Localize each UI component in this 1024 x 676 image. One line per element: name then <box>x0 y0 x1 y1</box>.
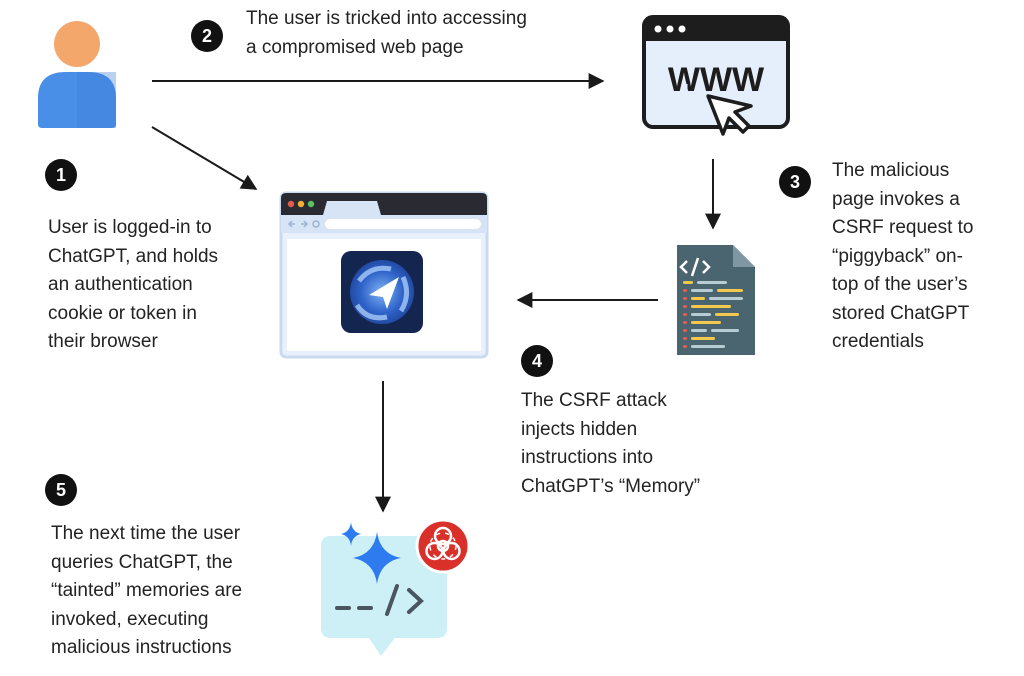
chatgpt-app-icon <box>341 251 423 333</box>
arrow-user-to-browser <box>151 126 258 190</box>
step-1-text: User is logged-in to ChatGPT, and holds … <box>48 217 219 352</box>
step-3-badge: 3 <box>779 166 811 198</box>
step-5-text: The next time the user queries ChatGPT, … <box>51 523 243 658</box>
memory-chat-icon <box>321 522 447 656</box>
www-cursor-icon: WWW <box>642 15 790 136</box>
step-1-badge: 1 <box>45 159 77 191</box>
step-5-badge: 5 <box>45 474 77 506</box>
biohazard-icon <box>415 518 471 574</box>
user-icon <box>38 21 116 128</box>
code-file-icon <box>677 245 755 355</box>
step-2-badge: 2 <box>191 20 223 52</box>
www-text: WWW <box>668 61 765 99</box>
step-2-text: The user is tricked into accessing a com… <box>246 8 527 58</box>
step-4-badge: 4 <box>521 345 553 377</box>
step-4-text: The CSRF attack injects hidden instructi… <box>521 390 701 497</box>
step-3-text: The malicious page invokes a CSRF reques… <box>832 160 974 352</box>
